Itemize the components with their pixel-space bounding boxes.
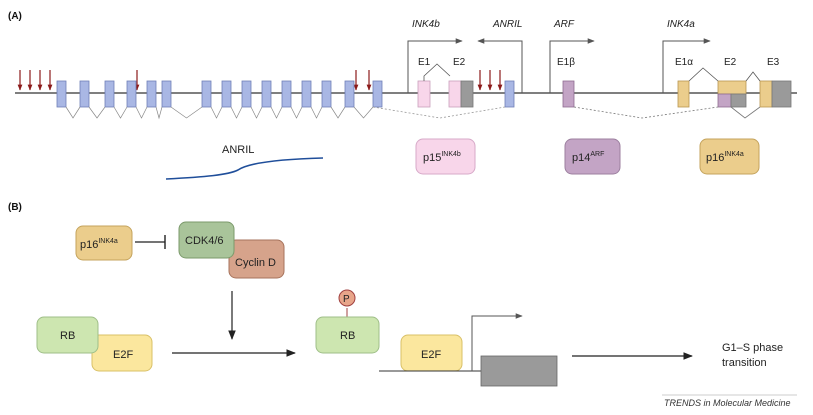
- anril-exon: [56, 80, 67, 108]
- anril-splice: [230, 106, 243, 119]
- anril-splice: [270, 106, 283, 119]
- rb-phospho-box: [315, 316, 380, 354]
- ink4a-gene-label: INK4a: [667, 19, 695, 30]
- panel-b-label: (B): [8, 202, 22, 213]
- anril-exon: [344, 80, 355, 108]
- anril-promoter-arrow: [477, 38, 523, 93]
- anril-exon: [301, 80, 312, 108]
- anril-splice: [210, 106, 223, 119]
- phosphate-group: [338, 289, 356, 307]
- ink4a-e1a-label: E1α: [675, 57, 693, 68]
- cdk4-6-text: CDK4/6: [185, 235, 224, 247]
- anril-splice: [330, 106, 346, 119]
- ink4b-exon-2-coding: [448, 80, 462, 108]
- ink4b-exon-2-utr: [460, 80, 474, 108]
- p16-ink4a-text: p16INK4a: [706, 151, 744, 164]
- anril-exon: [146, 80, 157, 108]
- transcription-start-arrow: [471, 313, 523, 371]
- arf-splice-to-e2: [573, 106, 719, 119]
- ink4a-e3-label: E3: [767, 57, 780, 68]
- anril-exon: [281, 80, 292, 108]
- ink4b-e2-label: E2: [453, 57, 466, 68]
- anril-splice: [310, 106, 323, 119]
- anril-exon: [372, 80, 383, 108]
- p16-inhibitor-text: p16INK4a: [80, 238, 118, 251]
- rb-phospho-text: RB: [340, 330, 355, 342]
- p14-arf-text: p14ARF: [572, 151, 604, 164]
- anril-exon: [161, 80, 172, 108]
- anril-splice-lines: [65, 106, 374, 120]
- anril-exons: [56, 80, 383, 108]
- ink4a-exon-3: [759, 80, 773, 108]
- anril-exon: [126, 80, 137, 108]
- ink4a-promoter-arrow: [662, 38, 711, 93]
- ink4a-exon-2-top: [717, 80, 747, 95]
- p15-ink4b-protein: [415, 138, 476, 175]
- arf-exon-1b: [562, 80, 575, 108]
- anril-splice: [290, 106, 303, 119]
- ink4a-exon-2-utr: [730, 93, 747, 108]
- ink4b-promoter-arrow: [407, 38, 463, 93]
- anril-splice: [170, 106, 203, 119]
- ink4a-exon-3-utr: [771, 80, 792, 108]
- anril-transcript-line: [165, 157, 324, 180]
- phosphate-label: P: [343, 294, 350, 305]
- anril-exon: [321, 80, 332, 108]
- anril-splice: [65, 106, 81, 119]
- anril-splice: [135, 106, 148, 119]
- anril-splice: [88, 106, 106, 119]
- cyclin-d-box: [228, 239, 285, 279]
- e2f-free-text: E2F: [421, 349, 441, 361]
- anril-exon: [79, 80, 90, 108]
- ink4b-exon-1: [417, 80, 431, 108]
- rb-bound-box: [36, 316, 99, 354]
- arf-promoter-arrow: [549, 38, 595, 93]
- rb-bound-text: RB: [60, 330, 75, 342]
- e2f-bound-text: E2F: [113, 349, 133, 361]
- ink4b-gene-label: INK4b: [412, 19, 440, 30]
- anril-exon-1: [504, 80, 515, 108]
- anril-splice: [113, 106, 128, 119]
- ink4b-e1-label: E1: [418, 57, 431, 68]
- arf-e1b-label: E1β: [557, 57, 575, 68]
- anril-exon: [104, 80, 115, 108]
- ink4a-splice-e1-e2: [688, 67, 719, 82]
- p16-ink4a-protein: [699, 138, 760, 175]
- ink4b-splice-junction: [423, 63, 451, 81]
- ink4a-e2-label: E2: [724, 57, 737, 68]
- footer-credit: TRENDS in Molecular Medicine: [664, 398, 791, 408]
- outcome-line-2: transition: [722, 357, 767, 369]
- anril-splice: [155, 106, 163, 120]
- target-gene-box: [480, 355, 558, 387]
- anril-transcript-label: ANRIL: [222, 144, 254, 156]
- p16-inhibitor-box: [75, 225, 133, 261]
- regulatory-arrows: [17, 70, 503, 91]
- p14-arf-protein: [564, 138, 621, 175]
- panel-a-label: (A): [8, 11, 22, 22]
- ink4a-splice-lower: [730, 106, 761, 119]
- ink4a-splice-e2-e3: [745, 71, 761, 82]
- cdk4-6-box: [178, 221, 235, 259]
- anril-splice-long: [372, 106, 506, 119]
- anril-exon: [261, 80, 272, 108]
- anril-gene-label: ANRIL: [492, 19, 522, 30]
- anril-splice: [353, 106, 374, 119]
- anril-splice: [250, 106, 263, 119]
- anril-exon: [201, 80, 212, 108]
- anril-exon: [241, 80, 252, 108]
- arf-gene-label: ARF: [553, 19, 575, 30]
- anril-exon: [221, 80, 232, 108]
- ink4a-exon-2-arf-frame: [717, 93, 732, 108]
- cyclin-d-text: Cyclin D: [235, 257, 276, 269]
- outcome-line-1: G1–S phase: [722, 342, 783, 354]
- ink4a-exon-1a: [677, 80, 690, 108]
- p15-ink4b-text: p15INK4b: [423, 151, 461, 164]
